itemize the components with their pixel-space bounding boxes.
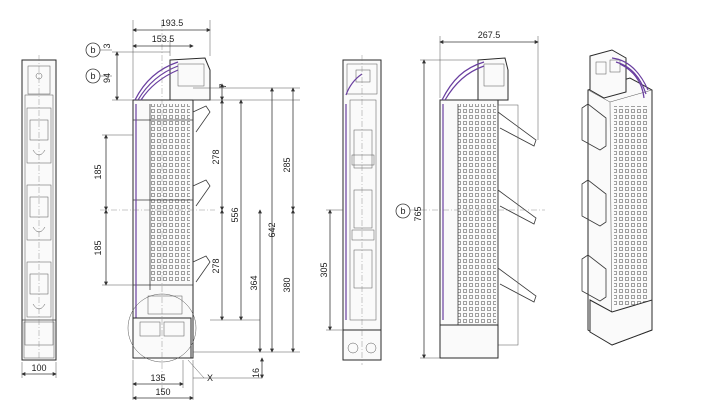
circled-marker-1: b [90,45,95,55]
right-dim-16: 16 [251,368,261,378]
right-dim-642: 642 [267,222,277,237]
detail-marker-x: X [207,373,213,383]
ref-label-94: 94 [102,73,112,83]
side-width-label-1: 193.5 [161,18,184,28]
right-dim-556: 556 [230,207,240,222]
ref-label-3: 3 [102,43,112,48]
side-view: 193.5 153.5 b b 3 94 185 185 7 278 278 [85,18,300,400]
right-dim-278-upper: 278 [211,149,221,164]
right-dim-380: 380 [282,277,292,292]
isometric-view [581,49,653,346]
right-dim-278-lower: 278 [211,258,221,273]
side-width-label-2: 153.5 [152,34,175,44]
left-dim-185-lower: 185 [93,240,103,255]
rear-view: 305 [319,55,382,365]
deep-height-label: 765 [413,206,423,221]
right-dim-7: 7 [218,83,228,88]
bottom-dim-150: 150 [155,387,170,397]
deep-depth-label: 267.5 [478,30,501,40]
bottom-dim-135: 135 [150,373,165,383]
deep-circled-marker: b [400,206,405,216]
circled-marker-2: b [90,71,95,81]
right-dim-285: 285 [282,157,292,172]
right-dim-364: 364 [249,275,259,290]
left-dim-185-upper: 185 [93,164,103,179]
front-width-label: 100 [31,363,46,373]
deep-view: 267.5 765 b [395,30,545,359]
front-view: 100 [21,55,57,378]
rear-height-label: 305 [319,262,329,277]
